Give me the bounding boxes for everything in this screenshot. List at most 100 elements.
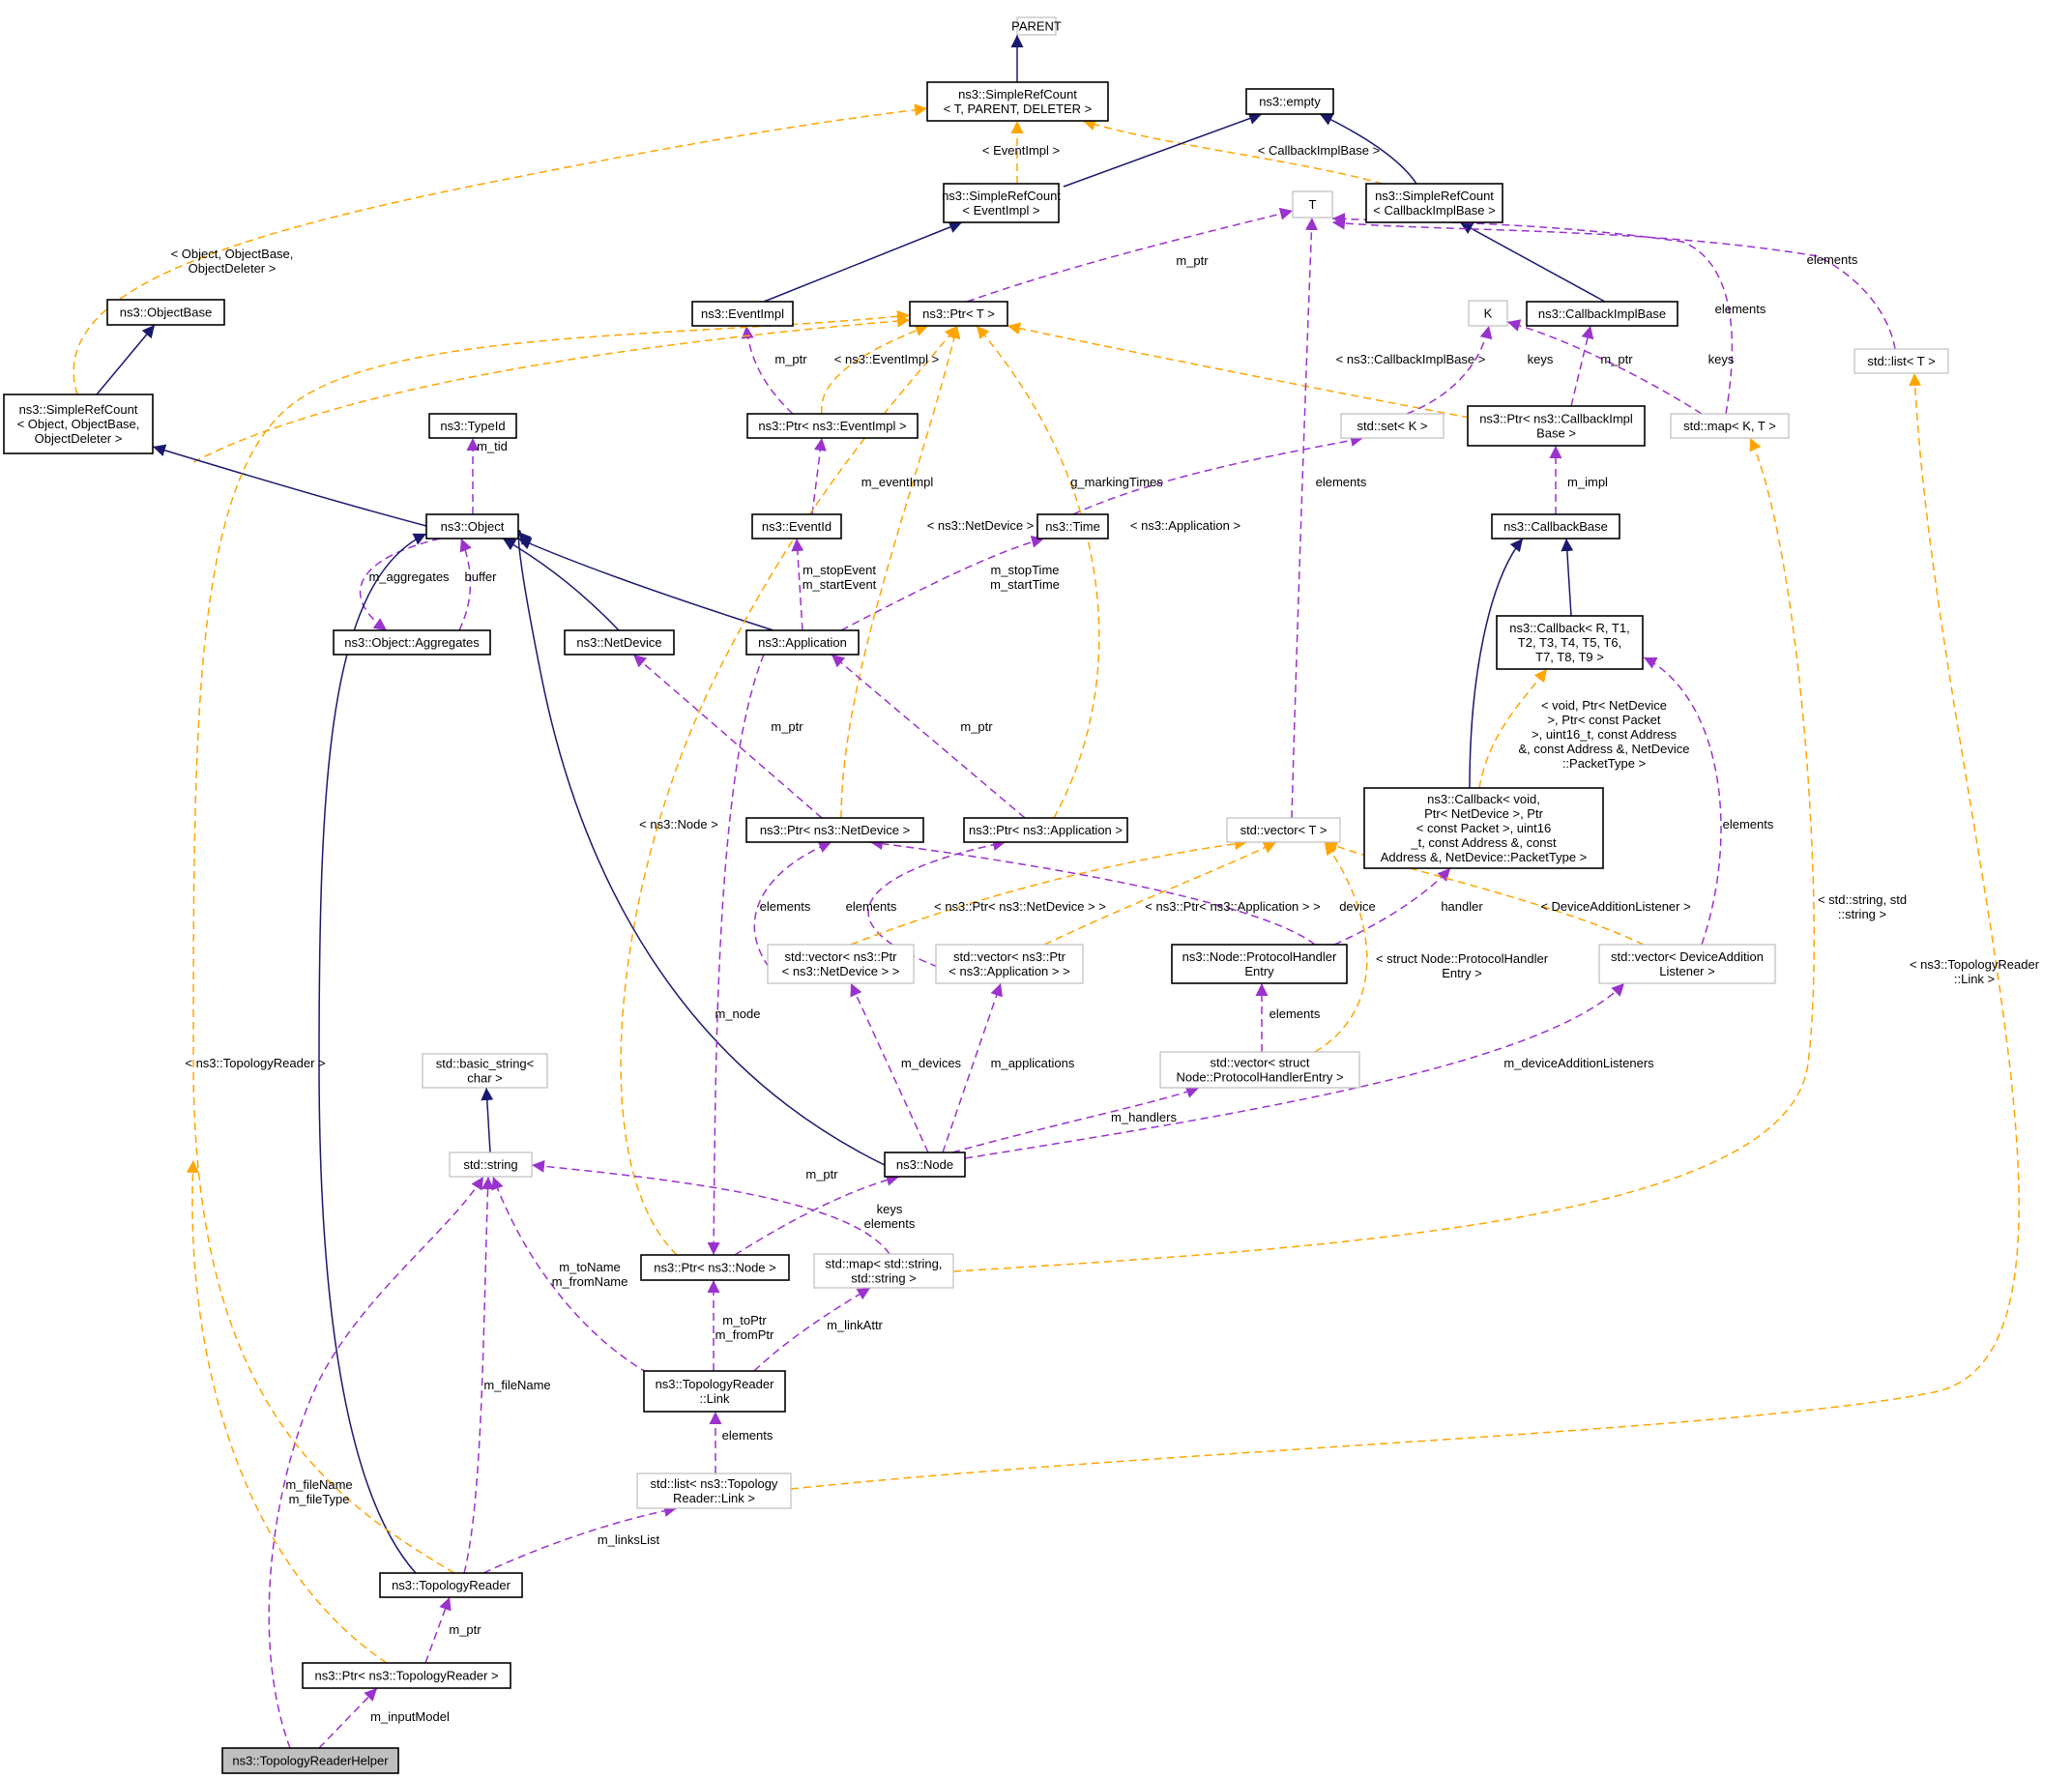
class-node-box [428,413,517,439]
class-node-ptr-node[interactable]: ns3::Ptr< ns3::Node > [640,1254,790,1281]
edge-label-l-stdss: < std::string, std::string > [1818,892,1907,921]
edge-label-line: < ns3::TopologyReader [1910,957,2040,972]
usage-edge-ptr_node-to-node [734,1173,900,1256]
class-node-stdstring[interactable]: std::string [449,1152,533,1178]
class-node-label-line: ns3::TopologyReader [656,1377,775,1391]
edge-label-l-elements-vapp: elements [846,899,897,914]
edge-label-line: buffer [464,569,497,584]
class-node-box [884,1152,966,1178]
class-node-basic-str[interactable]: std::basic_string<char > [422,1053,548,1089]
class-node-ptr-t[interactable]: ns3::Ptr< T > [909,301,1008,327]
class-node-label-line: std::vector< struct [1211,1056,1310,1070]
class-node-label-line: ns3::CallbackImplBase [1538,306,1666,321]
class-node-label: ns3::Ptr< ns3::EventImpl > [758,419,906,433]
edge-label-line: keys [1708,352,1735,366]
class-node-toporeader[interactable]: ns3::TopologyReader [379,1572,523,1598]
class-node-vec-ptr-app[interactable]: std::vector< ns3::Ptr< ns3::Application … [935,944,1084,984]
class-node-netdev[interactable]: ns3::NetDevice [564,629,675,656]
class-node-object[interactable]: ns3::Object [425,513,519,540]
class-node-ptr-evt[interactable]: ns3::Ptr< ns3::EventImpl > [746,413,919,439]
class-node-link[interactable]: ns3::TopologyReader::Link [643,1370,786,1413]
class-node-k[interactable]: K [1468,300,1508,327]
class-node-t[interactable]: T [1292,190,1333,219]
edge-label-line: g_markingTimes [1070,475,1163,489]
edge-label-line: < ns3::NetDevice > [927,518,1035,533]
usage-edge-phe-to-ptr_netdev [869,837,1316,946]
class-node-callback-t[interactable]: ns3::Callback< R, T1,T2, T3, T4, T5, T6,… [1496,615,1644,670]
usage-edge-object-to-aggr [359,538,441,631]
class-node-objbase[interactable]: ns3::ObjectBase [106,299,225,326]
class-node-src-tpd[interactable]: ns3::SimpleRefCount< T, PARENT, DELETER … [926,81,1109,122]
class-node-box [3,394,154,454]
template-edge-ptr_evt-to-ptr_t [821,324,929,415]
class-node-label-line: < const Packet >, uint16 [1416,821,1551,835]
class-node-label-line: ns3::NetDevice [576,635,661,650]
class-node-label: std::vector< ns3::Ptr< ns3::NetDevice > … [782,949,900,978]
class-node-list-t[interactable]: std::list< T > [1853,348,1949,374]
usage-edge-vec_t-to-t [1291,217,1318,819]
class-node-ptr-app[interactable]: ns3::Ptr< ns3::Application > [963,817,1128,843]
class-node-label: T [1309,197,1317,212]
class-node-map-ss[interactable]: std::map< std::string,std::string > [813,1253,954,1289]
class-node-time[interactable]: ns3::Time [1036,513,1109,540]
class-node-typeid[interactable]: ns3::TypeId [428,413,517,439]
edge-label-line: m_ptr [805,1167,838,1181]
class-node-trh[interactable]: ns3::TopologyReaderHelper [221,1747,399,1774]
class-node-callback-void[interactable]: ns3::Callback< void,Ptr< NetDevice >, Pt… [1363,787,1604,869]
class-node-box [751,513,842,540]
class-node-cbbase[interactable]: ns3::CallbackBase [1491,513,1620,540]
class-node-evtimpl[interactable]: ns3::EventImpl [691,301,794,327]
class-node-map-kt[interactable]: std::map< K, T > [1670,413,1790,439]
class-node-node[interactable]: ns3::Node [884,1152,966,1178]
class-node-box [1365,183,1503,223]
class-node-src-cb[interactable]: ns3::SimpleRefCount< CallbackImplBase > [1365,183,1503,223]
class-node-set-k[interactable]: std::set< K > [1340,413,1445,439]
class-node-app[interactable]: ns3::Application [745,629,860,656]
edge-label-line: elements [864,1216,916,1231]
class-node-src-obj[interactable]: ns3::SimpleRefCount< Object, ObjectBase,… [3,394,154,454]
class-node-parent[interactable]: PARENT [1011,16,1062,36]
usage-edge-map_ss-to-stdstring [531,1159,890,1255]
class-node-label: ns3::EventImpl [701,306,784,321]
class-node-eventid[interactable]: ns3::EventId [751,513,842,540]
class-node-cbimplbase[interactable]: ns3::CallbackImplBase [1526,301,1678,327]
edge-label-l-ns3node: < ns3::Node > [639,817,718,831]
class-node-ptr-topo[interactable]: ns3::Ptr< ns3::TopologyReader > [302,1662,511,1689]
class-node-box [1292,190,1333,219]
class-node-label-line: ns3::Callback< R, T1, [1509,621,1629,635]
class-node-label-line: < ns3::Application > > [948,964,1069,978]
usage-edge-app-to-time [840,535,1045,631]
edge-label-line: >, uint16_t, const Address [1532,727,1677,742]
inheritance-edge-netdev-to-object [502,538,620,631]
usage-edge-toporeader-to-list_link [482,1504,678,1574]
edge-label-line: &, const Address &, NetDevice [1518,742,1689,756]
inheritance-edge-cbimplbase-to-src_cb [1459,221,1606,303]
class-node-aggr[interactable]: ns3::Object::Aggregates [333,629,491,656]
inheritance-edge-object-to-src_obj [152,444,427,527]
edge-label-line: >, Ptr< const Packet [1547,713,1660,727]
template-edge-ptr_app-to-ptr_t [976,325,1100,819]
class-node-label: ns3::ObjectBase [120,306,212,320]
edge-label-l-mlinkslist: m_linksList [598,1532,660,1547]
class-node-label-line: ObjectDeleter > [35,431,123,446]
edge-label-line: m_toPtr [722,1313,767,1327]
class-node-box [813,1253,954,1289]
class-node-vec-t[interactable]: std::vector< T > [1226,817,1341,843]
edge-label-l-obj-tpl: < Object, ObjectBase,ObjectDeleter > [171,247,294,276]
class-node-label-line: < T, PARENT, DELETER > [944,102,1092,116]
class-node-box [1467,405,1646,447]
class-node-vec-ptr-nd[interactable]: std::vector< ns3::Ptr< ns3::NetDevice > … [767,944,915,984]
edge-label-l-mdal: m_deviceAdditionListeners [1503,1056,1654,1070]
usage-edge-vec_ptr_nd-to-ptr_netdev [753,840,832,968]
inheritance-edge-basic_str-to-stdstring [481,1087,494,1153]
class-node-ptr-netdev[interactable]: ns3::Ptr< ns3::NetDevice > [745,817,924,843]
class-node-empty[interactable]: ns3::empty [1245,88,1334,115]
class-node-label-line: ns3::SimpleRefCount [1375,189,1494,203]
class-node-src-evt[interactable]: ns3::SimpleRefCount< EventImpl > [942,183,1061,223]
